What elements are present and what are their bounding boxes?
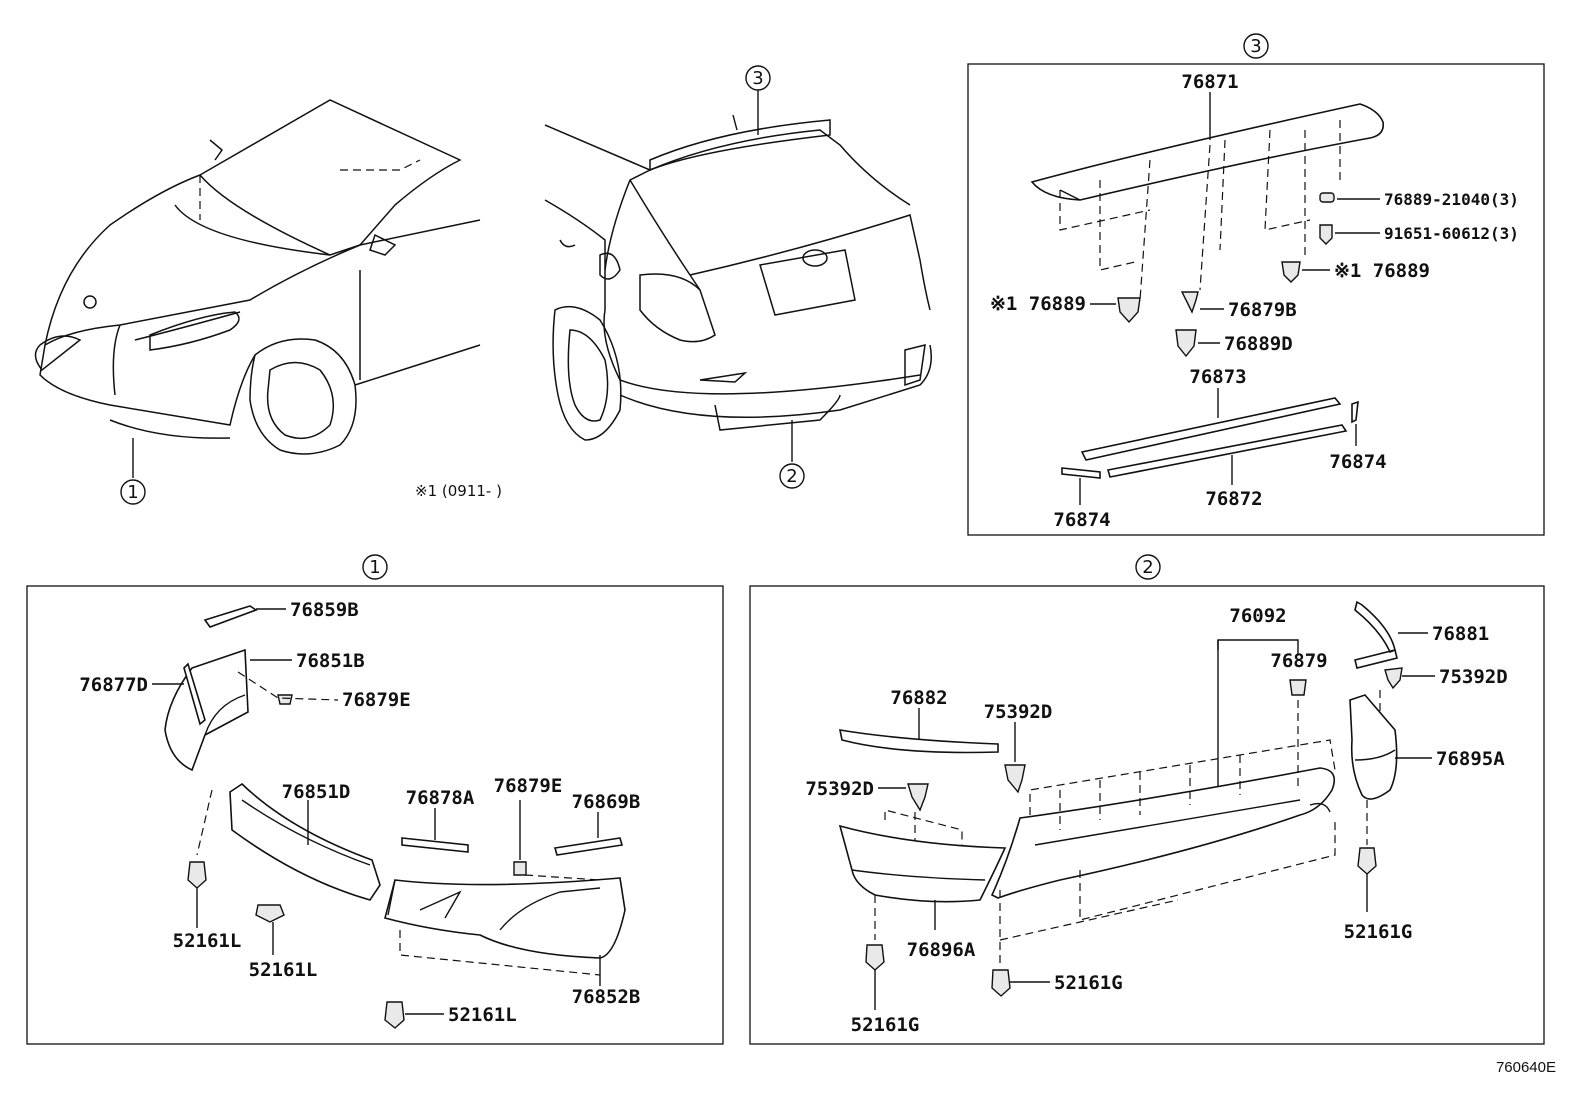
panel-1-front-spoiler: 1 76859B 76851B 76877D 76879E 76851D 768… <box>26 554 724 1045</box>
spoiler-callout: 3 <box>752 68 763 89</box>
clip-76879E-top <box>277 694 293 705</box>
molding-76878A <box>401 837 469 853</box>
label-76879E-top: 76879E <box>342 689 411 711</box>
label-75392D-left: 75392D <box>805 778 874 800</box>
seal-76872 <box>1106 424 1348 478</box>
molding-76882 <box>838 729 999 754</box>
label-52161G-left: 52161G <box>851 1014 920 1036</box>
front-car-illustration: 1 <box>34 99 481 505</box>
label-91651: 91651-60612(3) <box>1384 224 1519 243</box>
panel-3-rear-spoiler: 3 76871 76889-21040(3) 91651-60612(3) ※1… <box>967 33 1545 536</box>
label-76874-left: 76874 <box>1053 509 1110 531</box>
clip-76889-left <box>1117 297 1141 324</box>
clip-52161G-mid <box>991 969 1011 997</box>
label-76879B: 76879B <box>1228 299 1297 321</box>
label-76889D: 76889D <box>1224 333 1293 355</box>
panel-3-title: 3 <box>1250 36 1261 57</box>
label-76873: 76873 <box>1189 366 1246 388</box>
clip-75392D-left <box>907 783 929 812</box>
label-52161L-c: 52161L <box>448 1004 517 1026</box>
absorber-76851D <box>229 782 381 901</box>
seal-76874-left <box>1061 467 1101 479</box>
panel-2-frame <box>749 585 1545 1045</box>
label-52161G-mid: 52161G <box>1054 972 1123 994</box>
side-spoiler-76896A <box>838 824 1007 903</box>
clip-76879 <box>1289 679 1307 696</box>
clip-52161L-c <box>384 1001 405 1029</box>
clip-52161L-b <box>255 904 285 923</box>
label-76889-21040: 76889-21040(3) <box>1384 190 1519 209</box>
label-76874-right: 76874 <box>1329 451 1386 473</box>
label-76896A: 76896A <box>907 939 976 961</box>
label-75392D-mid: 75392D <box>984 701 1053 723</box>
clip-76889D <box>1175 329 1197 358</box>
label-76882: 76882 <box>890 687 947 709</box>
label-76895A: 76895A <box>1436 748 1505 770</box>
label-52161G-right: 52161G <box>1344 921 1413 943</box>
label-76877D: 76877D <box>79 674 148 696</box>
figure-code: 760640E <box>1496 1059 1556 1076</box>
label-76852B: 76852B <box>572 986 641 1008</box>
side-spoiler-76851B <box>164 648 249 772</box>
label-76851D: 76851D <box>282 781 351 803</box>
seal-76874-right <box>1351 400 1359 424</box>
label-76881: 76881 <box>1432 623 1489 645</box>
molding-76881 <box>1354 600 1398 669</box>
rear-bumper-callout: 2 <box>786 466 797 487</box>
label-76879E-mid: 76879E <box>494 775 563 797</box>
side-spoiler-76895A <box>1349 694 1398 800</box>
label-76889-right: ※1 76889 <box>1334 260 1430 282</box>
label-76872: 76872 <box>1205 488 1262 510</box>
label-76859B: 76859B <box>290 599 359 621</box>
label-76092: 76092 <box>1229 605 1286 627</box>
panel-1-title: 1 <box>369 557 380 578</box>
rear-spoiler-76871 <box>1030 103 1385 201</box>
clip-76879E-mid <box>513 861 527 876</box>
retainer-76877D <box>183 662 206 726</box>
label-52161L-b: 52161L <box>249 959 318 981</box>
panel-1-frame <box>26 585 724 1045</box>
bolt-91651 <box>1319 224 1333 245</box>
panel-2-title: 2 <box>1142 557 1153 578</box>
panel-3-frame <box>967 63 1545 536</box>
label-76879: 76879 <box>1270 650 1327 672</box>
label-76871: 76871 <box>1181 71 1238 93</box>
clip-76889-right <box>1281 261 1301 283</box>
label-76851B: 76851B <box>296 650 365 672</box>
panel-2-rear-spoiler: 2 76092 76881 76879 75392D 76895A <box>749 554 1545 1045</box>
clip-52161G-left <box>865 944 885 971</box>
washer-76889-21040 <box>1319 192 1335 203</box>
model-year-note: ※1 (0911- ) <box>415 482 502 500</box>
clip-76879B <box>1180 291 1199 314</box>
seal-76873 <box>1080 397 1342 461</box>
clip-52161G-right <box>1357 847 1377 875</box>
molding-76869B <box>553 837 624 856</box>
front-bumper-callout: 1 <box>127 482 138 503</box>
front-spoiler-76852B <box>384 877 626 959</box>
clip-52161L-a <box>187 861 207 889</box>
clip-75392D-right <box>1384 667 1403 690</box>
clip-75392D-mid <box>1004 764 1026 794</box>
rear-diffuser-76092 <box>990 767 1336 899</box>
label-76889-left: ※1 76889 <box>990 293 1086 315</box>
label-76878A: 76878A <box>406 787 475 809</box>
rear-car-illustration: 3 2 <box>544 65 932 489</box>
label-75392D-right: 75392D <box>1439 666 1508 688</box>
label-52161L-a: 52161L <box>173 930 242 952</box>
molding-76859B <box>203 605 258 628</box>
label-76869B: 76869B <box>572 791 641 813</box>
